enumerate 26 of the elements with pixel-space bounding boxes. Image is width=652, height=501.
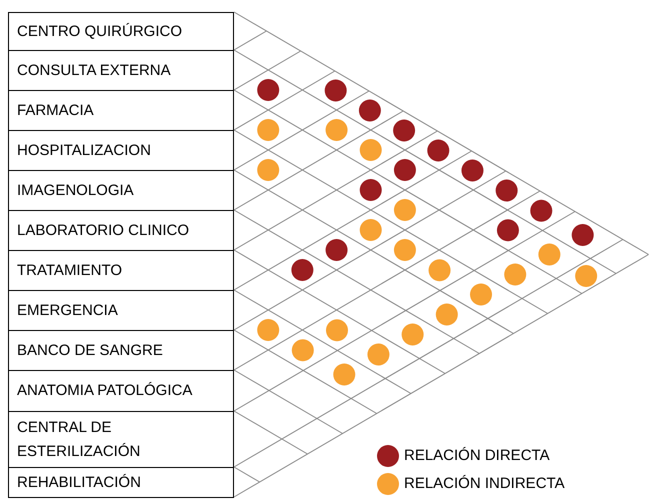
- department-row: [8, 290, 234, 331]
- department-row: [8, 50, 234, 91]
- legend-label: RELACIÓN DIRECTA: [404, 446, 550, 466]
- department-name: CONSULTA EXTERNA: [17, 60, 171, 80]
- department-name: BANCO DE SANGRE: [17, 340, 163, 360]
- department-row: [8, 12, 234, 51]
- department-name: CENTRAL DE ESTERILIZACIÓN: [17, 418, 142, 462]
- department-row: [8, 90, 234, 131]
- department-name: ANATOMIA PATOLÓGICA: [17, 381, 192, 401]
- legend-label: RELACIÓN INDIRECTA: [404, 474, 565, 494]
- department-row: [8, 170, 234, 211]
- department-name: IMAGENOLOGIA: [17, 180, 134, 200]
- department-name: FARMACIA: [17, 100, 94, 120]
- department-name: EMERGENCIA: [17, 300, 118, 320]
- department-row: [8, 370, 234, 412]
- department-name: LABORATORIO CLINICO: [17, 220, 189, 240]
- department-name: CENTRO QUIRÚRGICO: [17, 22, 182, 42]
- department-row: [8, 411, 234, 468]
- department-row: [8, 250, 234, 291]
- department-name: REHABILITACIÓN: [17, 472, 141, 492]
- department-row: [8, 210, 234, 251]
- department-row: [8, 130, 234, 171]
- department-name: TRATAMIENTO: [17, 260, 122, 280]
- department-row: [8, 330, 234, 371]
- department-name: HOSPITALIZACION: [17, 140, 151, 160]
- department-row: [8, 467, 234, 498]
